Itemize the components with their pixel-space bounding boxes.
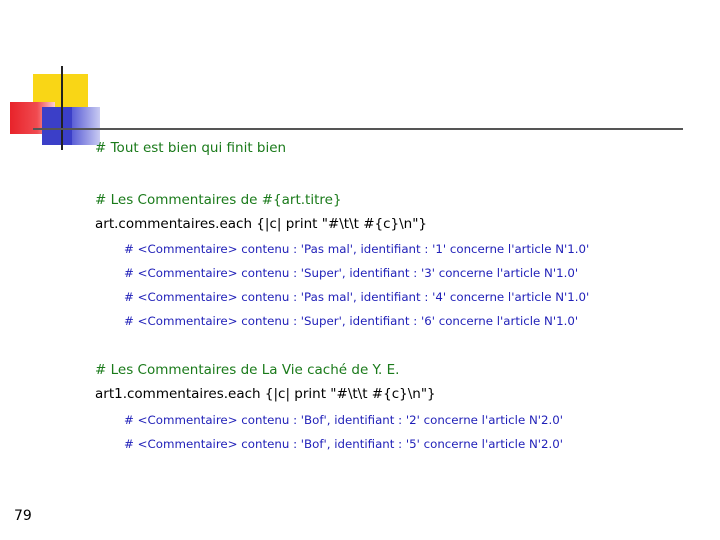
output-line-3: # <Commentaire> contenu : 'Pas mal', ide… (124, 290, 590, 304)
output-line-4: # <Commentaire> contenu : 'Super', ident… (124, 314, 579, 328)
title-divider (33, 128, 683, 130)
page-number: 79 (14, 508, 32, 524)
decor-blue-gradient (72, 107, 100, 145)
code-line-1: art.commentaires.each {|c| print "#\t\t … (95, 216, 428, 232)
output-line-6: # <Commentaire> contenu : 'Bof', identif… (124, 437, 564, 451)
decor-vertical-line (61, 66, 63, 150)
comment-line-2: # Les Commentaires de #{art.titre} (95, 192, 342, 208)
output-line-2: # <Commentaire> contenu : 'Super', ident… (124, 266, 579, 280)
comment-line-3: # Les Commentaires de La Vie caché de Y.… (95, 362, 400, 378)
comment-line-1: # Tout est bien qui finit bien (95, 140, 287, 156)
output-line-5: # <Commentaire> contenu : 'Bof', identif… (124, 413, 564, 427)
code-line-2: art1.commentaires.each {|c| print "#\t\t… (95, 386, 436, 402)
output-line-1: # <Commentaire> contenu : 'Pas mal', ide… (124, 242, 590, 256)
